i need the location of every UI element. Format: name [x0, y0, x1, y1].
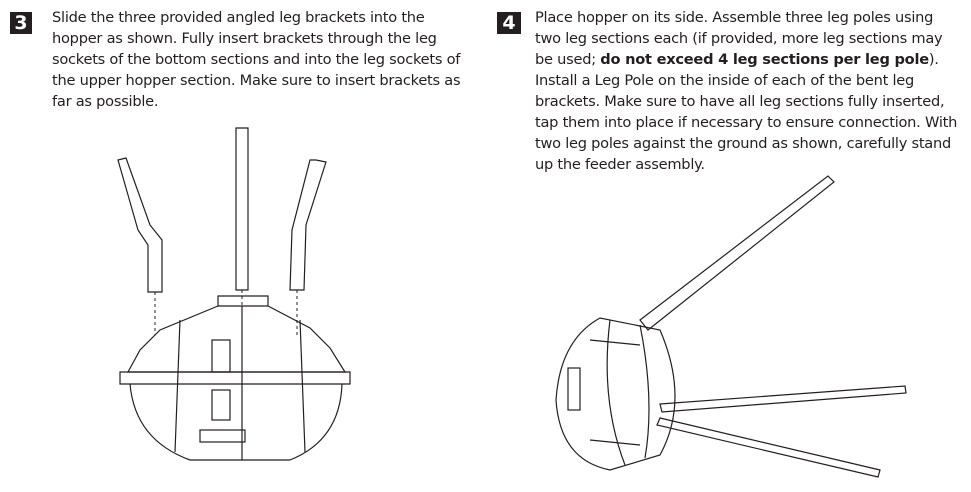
- step-4-number-badge: 4: [497, 12, 521, 34]
- step-3-instructions: Slide the three provided angled leg brac…: [52, 9, 461, 110]
- step-4-text-part1: Place hopper on its side. Assemble three…: [535, 9, 943, 68]
- step-4-instructions: Place hopper on its side. Assemble three…: [535, 7, 960, 175]
- step-4-text-part2: ). Install a Leg Pole on the inside of e…: [535, 51, 958, 173]
- step-3-number-badge: 3: [10, 12, 32, 34]
- step-4-warning-bold: do not exceed 4 leg sections per leg pol…: [600, 51, 929, 68]
